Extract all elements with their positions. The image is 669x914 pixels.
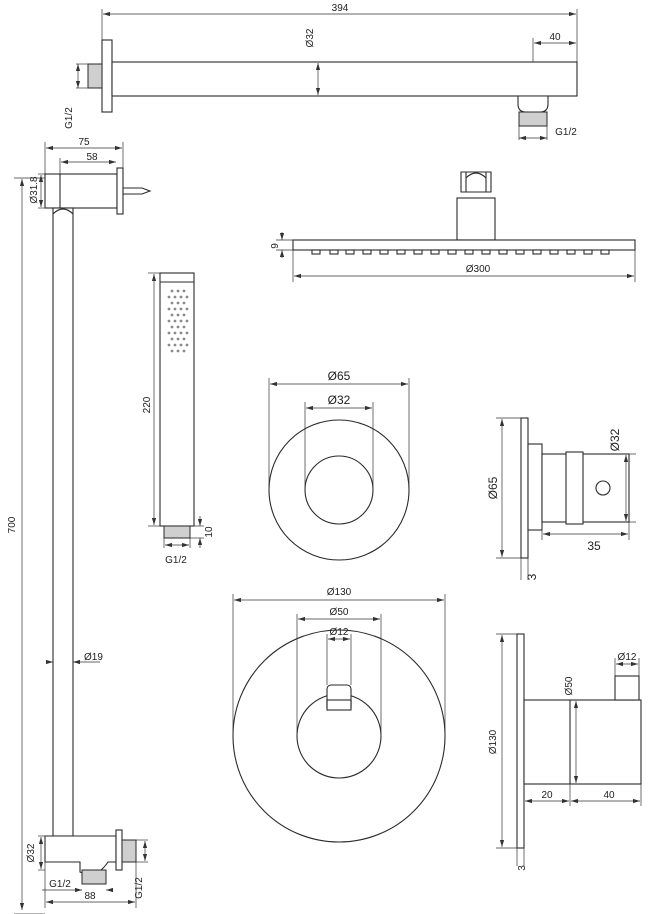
- head-nozzles: [311, 249, 610, 255]
- small-rosette-drawing: Ø65 Ø32: [268, 369, 410, 561]
- small-valve-plate: [520, 417, 529, 559]
- large-valve-body-label: Ø50: [564, 676, 575, 695]
- rail-side-thread: [121, 839, 137, 863]
- hand-shower-thread-length-label: 10: [204, 526, 215, 538]
- head-connector-nut: [460, 171, 492, 193]
- rail-bottom-thread-label: G1/2: [49, 879, 71, 890]
- large-rosette-lever-label: Ø12: [330, 627, 349, 638]
- rail-elbow-depth-label: 88: [84, 891, 96, 902]
- large-rosette-outer-label: Ø130: [327, 587, 352, 598]
- rail-bottom-thread: [81, 869, 107, 885]
- small-valve-depth-label: 35: [587, 539, 601, 553]
- rail-bottom-elbow: [44, 835, 117, 875]
- rail-bottom-plate: [115, 829, 123, 871]
- slide-rail-drawing: 75 58 Ø31.8 700 Ø19 Ø32 G1/2 G1: [7, 137, 152, 914]
- small-valve-plate-thickness-label: 3: [525, 573, 539, 580]
- hand-shower-length-label: 220: [142, 396, 153, 413]
- rail-top-pin: [122, 187, 152, 195]
- shower-head-drawing: 9 Ø300: [270, 171, 636, 282]
- large-rosette-drawing: Ø130 Ø50 Ø12: [232, 587, 446, 843]
- small-valve-ring: [565, 451, 584, 525]
- arm-wall-thread: [87, 63, 103, 89]
- small-rosette-inner: [304, 455, 374, 525]
- small-rosette-outer-label: Ø65: [328, 369, 351, 383]
- large-valve-body: [523, 699, 642, 785]
- large-valve-depth-a-label: 20: [541, 790, 553, 801]
- arm-wall-flange: [101, 39, 113, 113]
- small-valve-screw: [595, 480, 611, 496]
- head-thickness-label: 9: [270, 243, 281, 249]
- large-rosette-middle-label: Ø50: [330, 607, 349, 618]
- large-valve-side-drawing: Ø130 Ø50 Ø12 20 40 3: [488, 633, 642, 871]
- large-valve-depth-b-label: 40: [603, 790, 615, 801]
- rail-projection-inner-label: 58: [86, 152, 98, 163]
- hand-shower-spray-dots: [167, 289, 189, 353]
- rail-bracket-diameter-label: Ø31.8: [29, 176, 40, 204]
- hand-shower-drawing: 220 10 G1/2: [142, 272, 215, 566]
- arm-diameter-label: Ø32: [305, 28, 316, 47]
- arm-outlet-thread: [518, 111, 548, 127]
- hand-shower-thread-label: G1/2: [165, 555, 187, 566]
- rail-lower-diameter-label: Ø32: [26, 843, 37, 862]
- rail-rod: [52, 207, 74, 837]
- arm-tube: [111, 61, 578, 97]
- shower-arm-drawing: 394 Ø32 40 G1/2 G1/2: [64, 3, 578, 141]
- head-stem: [456, 197, 496, 241]
- rail-top-bracket: [44, 173, 118, 209]
- large-valve-plate: [516, 633, 525, 849]
- large-valve-plate-label: Ø130: [488, 729, 499, 754]
- rail-projection-label: 75: [78, 137, 90, 148]
- arm-outlet-offset-label: 40: [549, 32, 561, 43]
- small-valve-handle: [541, 453, 630, 523]
- rail-top-pin-plate: [116, 167, 124, 215]
- hand-shower-body: [159, 272, 195, 527]
- large-valve-plate-thickness-label: 3: [517, 865, 528, 871]
- hand-shower-thread: [163, 525, 191, 539]
- arm-wall-thread-label: G1/2: [64, 107, 75, 129]
- large-valve-lever-label: Ø12: [618, 652, 637, 663]
- small-valve-plate-label: Ø65: [486, 476, 500, 499]
- arm-outlet-connector: [517, 95, 549, 113]
- small-valve-side-drawing: Ø65 Ø32 35 3: [486, 417, 636, 580]
- large-valve-lever: [614, 675, 640, 701]
- rail-rod-diameter-label: Ø19: [84, 652, 103, 663]
- arm-outlet-thread-label: G1/2: [555, 127, 577, 138]
- small-valve-collar: [527, 443, 543, 531]
- arm-length-label: 394: [332, 3, 349, 14]
- rail-height-label: 700: [7, 516, 18, 533]
- small-rosette-inner-label: Ø32: [328, 393, 351, 407]
- small-valve-handle-label: Ø32: [608, 428, 622, 451]
- head-diameter-label: Ø300: [466, 264, 491, 275]
- rail-side-thread-label: G1/2: [134, 877, 145, 899]
- head-plate: [292, 239, 636, 251]
